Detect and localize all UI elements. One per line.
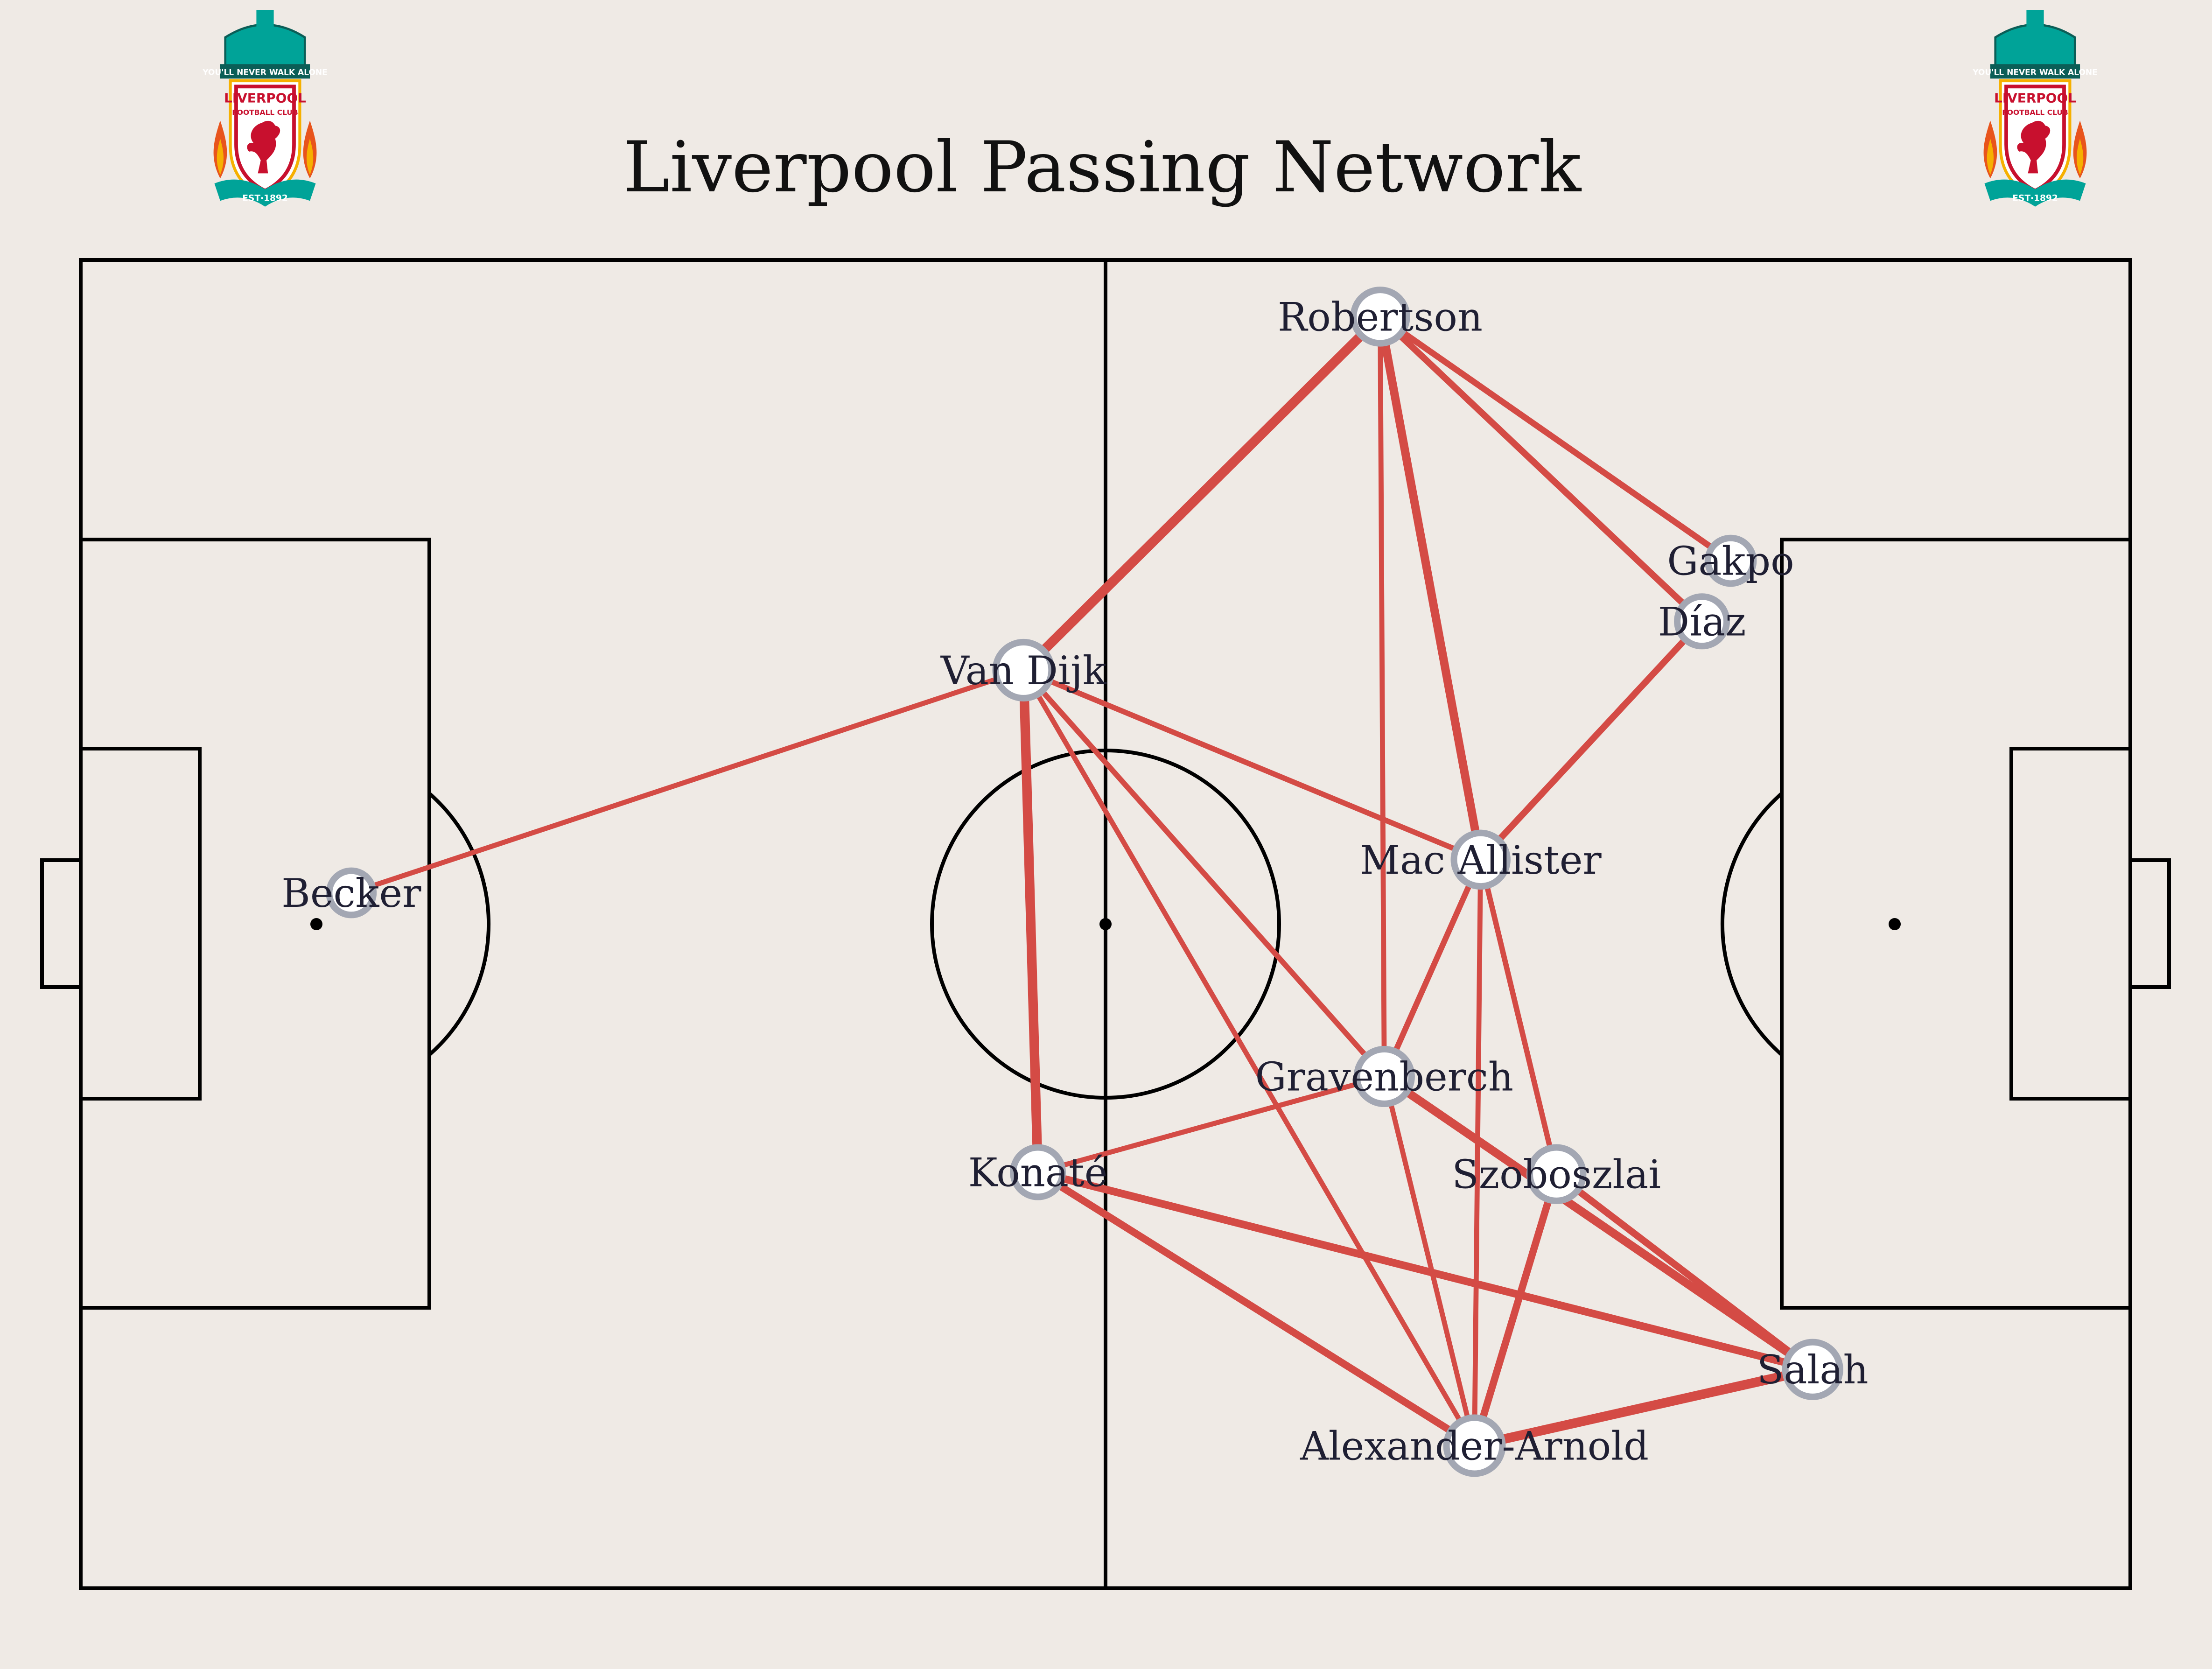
- crest-motto-banner: [220, 64, 310, 79]
- player-label-alexander-arnold: Alexander-Arnold: [1300, 1423, 1649, 1469]
- pass-van-dijk-to-mac-allister: [1021, 667, 1484, 863]
- player-label-diaz: Díaz: [1658, 599, 1746, 645]
- crest-name-text: LIVERPOOL: [224, 91, 306, 106]
- pass-mac-allister-to-alexander-arnold: [1472, 857, 1484, 1448]
- player-node-robertson: [1350, 287, 1410, 347]
- pass-robertson-to-gakpo: [1377, 313, 1734, 564]
- pass-alexander-arnold-to-salah: [1470, 1365, 1818, 1451]
- pass-diaz-to-mac-allister: [1477, 618, 1706, 863]
- player-node-szoboszlai: [1526, 1144, 1587, 1204]
- player-node-van-dijk: [992, 638, 1055, 701]
- player-node-salah: [1782, 1339, 1843, 1400]
- centre-circle: [930, 749, 1281, 1100]
- player-node-mac-allister: [1450, 829, 1511, 890]
- pass-mac-allister-to-szoboszlai: [1477, 857, 1560, 1177]
- crest-est-text: EST·1892: [2012, 193, 2058, 203]
- pass-gravenberch-to-alexander-arnold: [1381, 1074, 1477, 1448]
- crest-name-text: LIVERPOOL: [1994, 91, 2076, 106]
- pass-konate-to-alexander-arnold: [1034, 1168, 1478, 1450]
- crest-gate-top: [2026, 10, 2044, 32]
- pass-van-dijk-to-robertson: [1019, 312, 1385, 675]
- left-penalty-spot: [310, 918, 322, 930]
- player-node-becker: [326, 867, 377, 919]
- pass-gravenberch-to-salah: [1380, 1072, 1817, 1374]
- right-six-yard-box: [2009, 747, 2132, 1101]
- pass-becker-to-van-dijk: [349, 667, 1026, 896]
- crest-flame-inner: [306, 139, 314, 175]
- left-goal: [40, 858, 83, 989]
- pass-szoboszlai-to-alexander-arnold: [1470, 1170, 1561, 1450]
- football-pitch: [40, 258, 2171, 1590]
- pass-robertson-to-diaz: [1377, 313, 1706, 625]
- player-label-robertson: Robertson: [1278, 294, 1483, 340]
- left-six-yard-box: [79, 747, 202, 1101]
- left-penalty-arc: [428, 792, 491, 1057]
- pass-edges: [349, 312, 1818, 1451]
- pass-szoboszlai-to-salah: [1553, 1171, 1816, 1373]
- right-penalty-area: [1780, 538, 2132, 1310]
- pass-robertson-to-mac-allister: [1376, 312, 1485, 864]
- player-node-gravenberch: [1353, 1045, 1415, 1108]
- player-label-gravenberch: Gravenberch: [1255, 1054, 1513, 1100]
- player-label-szoboszlai: Szoboszlai: [1452, 1152, 1661, 1198]
- pass-van-dijk-to-gravenberch: [1021, 667, 1387, 1080]
- player-node-diaz: [1674, 593, 1730, 650]
- crest-flame-inner: [1987, 139, 1994, 175]
- left-penalty-area: [79, 538, 431, 1310]
- right-penalty-arc: [1720, 792, 1783, 1057]
- player-label-konate: Konaté: [968, 1150, 1108, 1196]
- crest-flame-inner: [217, 139, 224, 175]
- player-label-becker: Becker: [281, 870, 421, 916]
- crest-est-text: EST·1892: [242, 193, 288, 203]
- player-label-salah: Salah: [1757, 1347, 1869, 1393]
- crest-subname-text: FOOTBALL CLUB: [232, 108, 298, 117]
- crest-est-ribbon: [1984, 179, 2086, 207]
- figure-title: Liverpool Passing Network: [623, 127, 1582, 208]
- crest-motto-text: YOU'LL NEVER WALK ALONE: [1972, 68, 2098, 77]
- crest-est-ribbon: [214, 179, 316, 207]
- pass-konate-to-gravenberch: [1035, 1074, 1387, 1175]
- crest-flame-inner: [2076, 139, 2084, 175]
- pass-mac-allister-to-gravenberch: [1381, 856, 1484, 1080]
- player-node-konate: [1010, 1144, 1066, 1200]
- player-nodes: [326, 287, 1843, 1477]
- right-goal: [2128, 858, 2171, 989]
- player-label-gakpo: Gakpo: [1667, 539, 1794, 584]
- pass-van-dijk-to-konate: [1019, 665, 1043, 1177]
- liverpool-crest-left: YOU'LL NEVER WALK ALONE LIVERPOOL FOOTBALL…: [202, 10, 328, 207]
- player-label-mac-allister: Mac Allister: [1360, 837, 1602, 883]
- crest-motto-banner: [1990, 64, 2080, 79]
- pass-van-dijk-to-alexander-arnold: [1021, 667, 1477, 1448]
- crest-motto-text: YOU'LL NEVER WALK ALONE: [202, 68, 328, 77]
- player-label-van-dijk: Van Dijk: [940, 648, 1107, 694]
- pass-konate-to-salah: [1034, 1168, 1817, 1374]
- player-node-alexander-arnold: [1443, 1414, 1506, 1477]
- pass-robertson-to-gravenberch: [1378, 314, 1387, 1079]
- liver-bird-icon: [2017, 120, 2051, 174]
- crest-subname-text: FOOTBALL CLUB: [2002, 108, 2068, 117]
- liver-bird-icon: [247, 120, 280, 174]
- liverpool-crest-right: YOU'LL NEVER WALK ALONE LIVERPOOL FOOTBALL…: [1972, 10, 2098, 207]
- crest-gate-top: [256, 10, 274, 32]
- right-penalty-spot: [1889, 918, 1901, 930]
- centre-spot: [1099, 918, 1112, 930]
- player-node-gakpo: [1704, 534, 1757, 587]
